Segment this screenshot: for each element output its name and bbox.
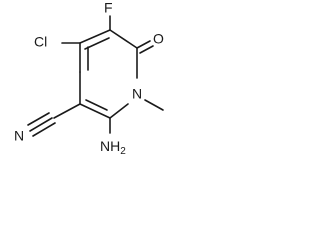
nitrile-triple-bond-3 — [32, 122, 56, 137]
bond-c5-o — [136, 40, 151, 49]
bond-c3-c4 — [79, 29, 111, 44]
nitrile-triple-bond-2 — [27, 112, 50, 126]
nitrile-triple-bond-1 — [29, 117, 53, 132]
bond-c3-c4-double — [84, 37, 110, 50]
bond-c4-c5 — [109, 29, 138, 49]
bond-n1-methyl — [144, 99, 164, 111]
fluorine-atom-label: F — [104, 0, 113, 16]
bond-c5-o-double — [139, 45, 154, 54]
bond-c6-c1 — [79, 103, 111, 119]
amino-subscript-text: 2 — [120, 146, 126, 157]
molecule-structure-diagram: F Cl O N N NH2 — [14, 0, 164, 157]
chlorine-atom-label: Cl — [34, 34, 47, 50]
ring-nitrogen-atom-label: N — [132, 86, 142, 102]
amino-nh-text: NH — [100, 138, 120, 154]
bond-c1-cn — [53, 103, 81, 119]
oxygen-atom-label: O — [153, 31, 164, 47]
amino-group-label: NH2 — [100, 138, 126, 157]
nitrile-nitrogen-atom-label: N — [14, 128, 24, 144]
bond-c6-c1-double — [85, 99, 108, 111]
bond-n1-c6 — [109, 103, 129, 119]
